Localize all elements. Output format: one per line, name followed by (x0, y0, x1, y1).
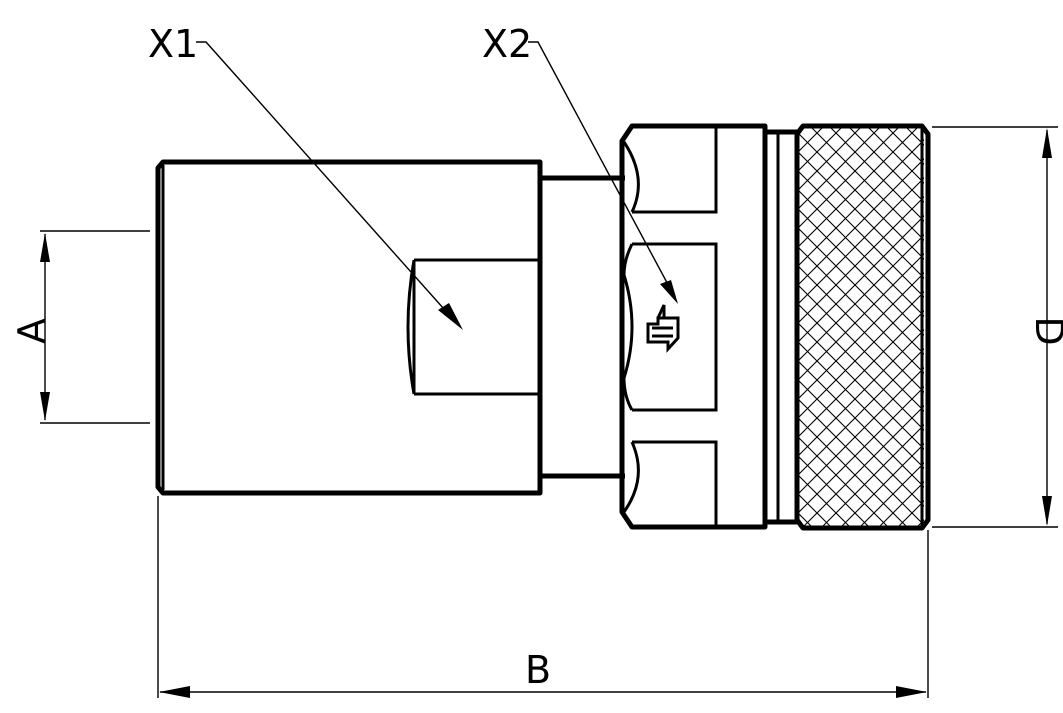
hex-nut (619, 123, 768, 530)
dimension-d (932, 126, 1058, 528)
groove-ring (765, 129, 800, 525)
knurled-sleeve (794, 123, 931, 531)
dimension-b (157, 496, 929, 698)
label-x2: X2 (482, 22, 532, 66)
inner-bore (406, 258, 540, 396)
label-x1: X1 (148, 22, 198, 66)
label-a: A (10, 318, 54, 344)
left-body (155, 159, 543, 496)
label-d: D (1027, 316, 1063, 345)
dimension-a (40, 230, 150, 424)
flow-arrow-icon (646, 304, 680, 353)
label-b: B (525, 648, 551, 692)
neck (540, 175, 625, 479)
leader-x2 (528, 41, 678, 304)
leader-x1 (196, 41, 463, 330)
